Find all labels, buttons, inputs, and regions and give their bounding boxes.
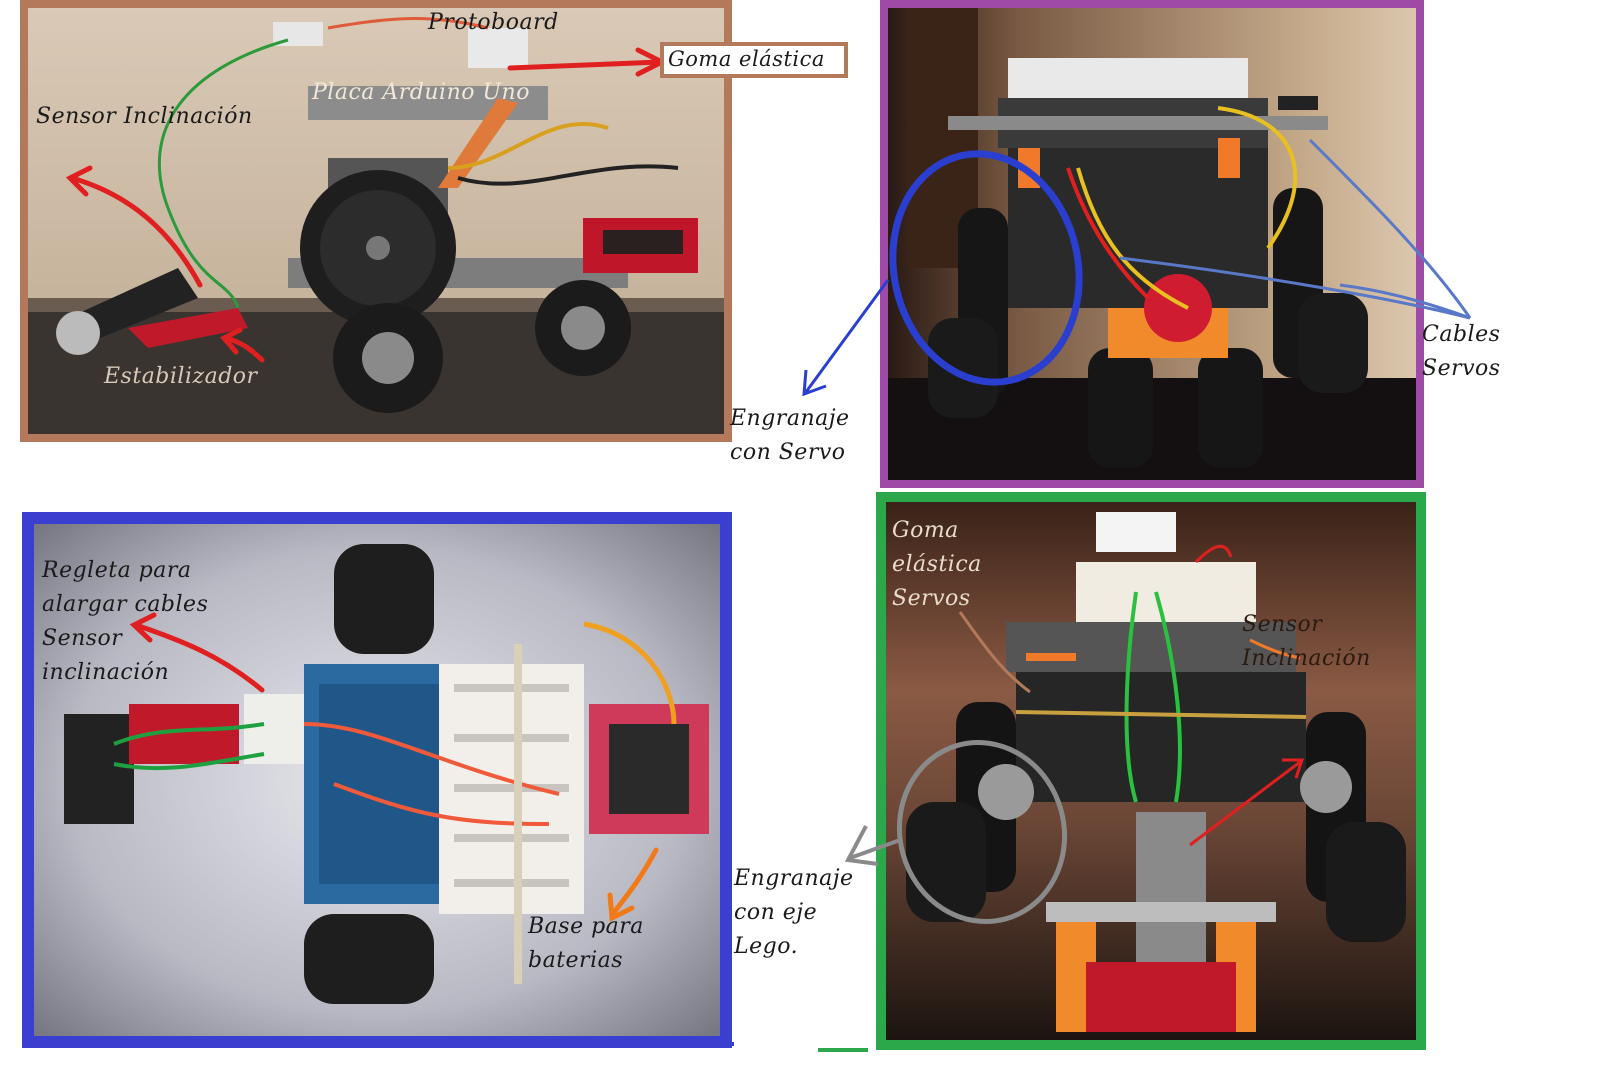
footer-strip xyxy=(818,1048,868,1052)
side-view-photo xyxy=(28,8,724,434)
label-regleta: Regleta para alargar cables Sensor incli… xyxy=(42,558,209,685)
top-view-panel xyxy=(22,512,732,1048)
top-view-photo xyxy=(34,524,720,1036)
front-view-photo xyxy=(888,8,1416,480)
label-placa-arduino: Placa Arduino Uno xyxy=(312,80,530,105)
front-view-panel xyxy=(880,0,1424,488)
label-goma-elastica: Goma elástica xyxy=(668,47,825,71)
label-protoboard: Protoboard xyxy=(428,10,559,35)
label-goma-servos: Goma elástica Servos xyxy=(892,518,982,611)
arrow-icon xyxy=(802,279,890,397)
label-sensor-inclinacion: Sensor Inclinación xyxy=(36,104,253,129)
label-engranaje-servo: Engranaje con Servo xyxy=(730,406,850,465)
label-cables-servos: Cables Servos xyxy=(1422,322,1501,381)
label-engranaje-eje: Engranaje con eje Lego. xyxy=(734,866,854,959)
label-estabilizador: Estabilizador xyxy=(104,364,258,389)
label-base-baterias: Base para baterias xyxy=(528,914,644,973)
side-view-panel xyxy=(20,0,732,442)
label-sensor-inclinacion-rear: Sensor Inclinación xyxy=(1242,612,1371,671)
